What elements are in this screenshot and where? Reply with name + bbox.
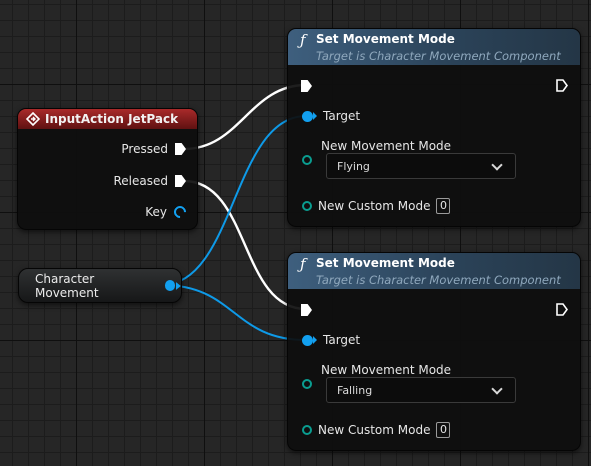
released-exec-icon[interactable] — [175, 175, 186, 187]
custom-mode-input-1[interactable]: 0 — [436, 198, 451, 214]
mode-pin-icon-1[interactable] — [302, 155, 312, 165]
key-label: Key — [145, 205, 167, 219]
target-label-1: Target — [323, 109, 361, 123]
input-action-header[interactable]: InputAction JetPack — [18, 109, 197, 129]
movement-mode-value-1: Flying — [337, 159, 370, 173]
exec-out-row-1 — [556, 79, 568, 92]
custom-mode-row-2: New Custom Mode 0 — [302, 422, 451, 438]
exec-in-row-1 — [301, 80, 312, 92]
object-wire-target-1[interactable] — [161, 115, 307, 286]
chevron-down-icon — [491, 383, 503, 395]
custom-mode-input-2[interactable]: 0 — [436, 422, 451, 438]
custom-mode-pin-icon-1[interactable] — [302, 201, 312, 211]
target-pin-icon-1[interactable] — [302, 110, 313, 122]
mode-label-row-1: New Movement Mode — [321, 139, 451, 153]
pressed-exec-icon[interactable] — [175, 143, 186, 155]
exec-out-row-2 — [556, 303, 568, 316]
exec-out-icon-1[interactable] — [556, 79, 568, 92]
set-movement-mode-header-2[interactable]: ƒ Set Movement Mode Target is Character … — [288, 253, 580, 289]
mode-pin-icon-2[interactable] — [302, 379, 312, 389]
exec-in-icon-1[interactable] — [301, 80, 312, 92]
chevron-down-icon — [491, 159, 503, 171]
set-movement-mode-node-1[interactable]: ƒ Set Movement Mode Target is Character … — [287, 28, 581, 227]
pin-row-key: Key — [145, 203, 189, 221]
object-wire-target-2[interactable] — [161, 284, 307, 341]
new-custom-mode-label-2: New Custom Mode — [318, 423, 431, 437]
diamond-event-icon — [26, 112, 40, 126]
set-movement-mode-header-1[interactable]: ƒ Set Movement Mode Target is Character … — [288, 29, 580, 65]
target-row-1: Target — [302, 109, 360, 123]
target-pin-icon-2[interactable] — [302, 334, 313, 346]
pin-arrow-icon — [176, 281, 181, 290]
exec-in-icon-2[interactable] — [301, 304, 312, 316]
pin-arrow-icon — [313, 336, 317, 344]
set-movement-mode-title-1: Set Movement Mode — [316, 32, 455, 46]
released-label: Released — [113, 174, 168, 188]
input-action-title: InputAction JetPack — [45, 112, 179, 126]
set-movement-mode-subtitle-2: Target is Character Movement Component — [316, 273, 561, 287]
exec-out-icon-2[interactable] — [556, 303, 568, 316]
input-action-node[interactable]: InputAction JetPack Pressed Released Key — [17, 108, 198, 230]
set-movement-mode-node-2[interactable]: ƒ Set Movement Mode Target is Character … — [287, 252, 581, 451]
movement-mode-dropdown-1[interactable]: Flying — [326, 153, 516, 179]
character-movement-label: Character Movement — [35, 271, 99, 300]
mode-label-row-2: New Movement Mode — [321, 363, 451, 377]
custom-mode-pin-icon-2[interactable] — [302, 425, 312, 435]
pin-arrow-icon — [313, 112, 317, 120]
character-movement-out-pin-icon[interactable] — [164, 280, 176, 291]
exec-wire-released[interactable] — [183, 179, 307, 311]
new-movement-mode-label-2: New Movement Mode — [321, 363, 452, 377]
movement-mode-value-2: Falling — [337, 383, 373, 397]
character-movement-node[interactable]: Character Movement — [18, 268, 182, 303]
target-label-2: Target — [323, 333, 361, 347]
pin-row-released: Released — [113, 174, 186, 188]
set-movement-mode-title-2: Set Movement Mode — [316, 256, 455, 270]
pressed-label: Pressed — [121, 142, 168, 156]
exec-in-row-2 — [301, 304, 312, 316]
set-movement-mode-subtitle-1: Target is Character Movement Component — [316, 49, 561, 63]
new-custom-mode-label-1: New Custom Mode — [318, 199, 431, 213]
function-f-icon: ƒ — [300, 31, 306, 49]
target-row-2: Target — [302, 333, 360, 347]
key-pin-icon[interactable] — [171, 203, 189, 221]
custom-mode-row-1: New Custom Mode 0 — [302, 198, 451, 214]
new-movement-mode-label-1: New Movement Mode — [321, 139, 452, 153]
movement-mode-dropdown-2[interactable]: Falling — [326, 377, 516, 403]
function-f-icon: ƒ — [300, 255, 306, 273]
pin-row-pressed: Pressed — [121, 142, 186, 156]
